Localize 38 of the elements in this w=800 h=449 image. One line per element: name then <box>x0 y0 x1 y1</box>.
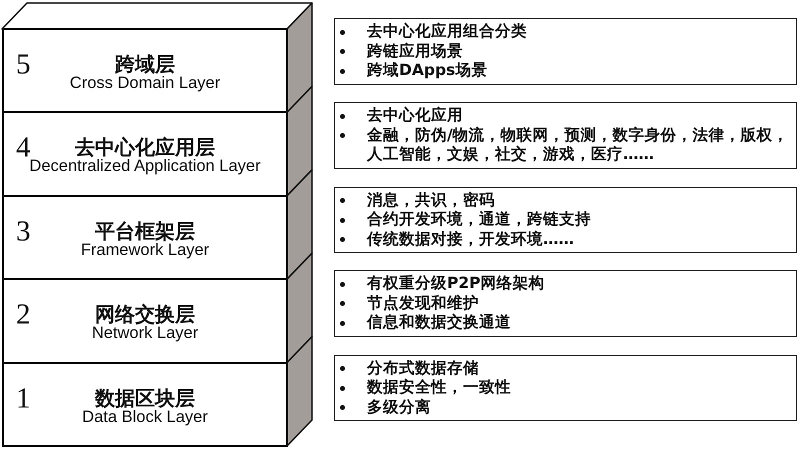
stack-layer <box>2 111 288 197</box>
info-box <box>334 18 797 85</box>
list-item: 合约开发环境，通道，跨链支持 <box>367 210 592 230</box>
list-item: 去中心化应用组合分类 <box>367 22 528 42</box>
info-box <box>334 102 797 169</box>
layer-subtitle: Cross Domain Layer <box>70 74 220 94</box>
info-box <box>334 355 797 421</box>
stack-layer <box>2 278 288 364</box>
list-item: 消息，共识，密码 <box>367 190 496 210</box>
list-item: 传统数据对接，开发环境…… <box>367 230 575 250</box>
layer-subtitle: Network Layer <box>92 324 198 344</box>
info-box <box>334 270 797 337</box>
layer-number: 2 <box>16 300 30 330</box>
list-item: 多级分离 <box>367 398 432 418</box>
layer-subtitle: Decentralized Application Layer <box>29 158 261 178</box>
layer-title: 网络交换层 <box>95 302 195 326</box>
layer-title: 跨域层 <box>115 52 175 76</box>
layer-number: 5 <box>16 50 30 80</box>
stack-layer <box>2 194 288 280</box>
layer-number: 3 <box>16 217 30 246</box>
list-item: 分布式数据存储 <box>367 358 480 378</box>
list-item: 跨域DApps场景 <box>367 61 488 81</box>
stack-layer <box>2 362 288 447</box>
list-item: 去中心化应用 <box>367 106 464 126</box>
info-box <box>334 187 797 253</box>
layer-subtitle: Framework Layer <box>80 240 210 261</box>
list-item: 信息和数据交换通道 <box>367 313 512 333</box>
layer-title: 平台框架层 <box>95 218 195 243</box>
list-item: 节点发现和维护 <box>367 294 480 314</box>
list-item: 有权重分级P2P网络架构 <box>367 274 546 294</box>
list-item: 金融，防伪/物流，物联网，预测，数字身份，法律，版权，人工智能，文娱，社交，游戏，医疗…… <box>367 126 790 165</box>
list-item: 数据安全性，一致性 <box>367 378 512 398</box>
layer-subtitle: Data Block Layer <box>82 408 208 428</box>
layer-title: 去中心化应用层 <box>75 135 215 160</box>
layer-number: 4 <box>16 134 30 163</box>
list-item: 跨链应用场景 <box>367 42 464 62</box>
layer-title: 数据区块层 <box>95 386 195 410</box>
layer-number: 1 <box>16 384 30 414</box>
